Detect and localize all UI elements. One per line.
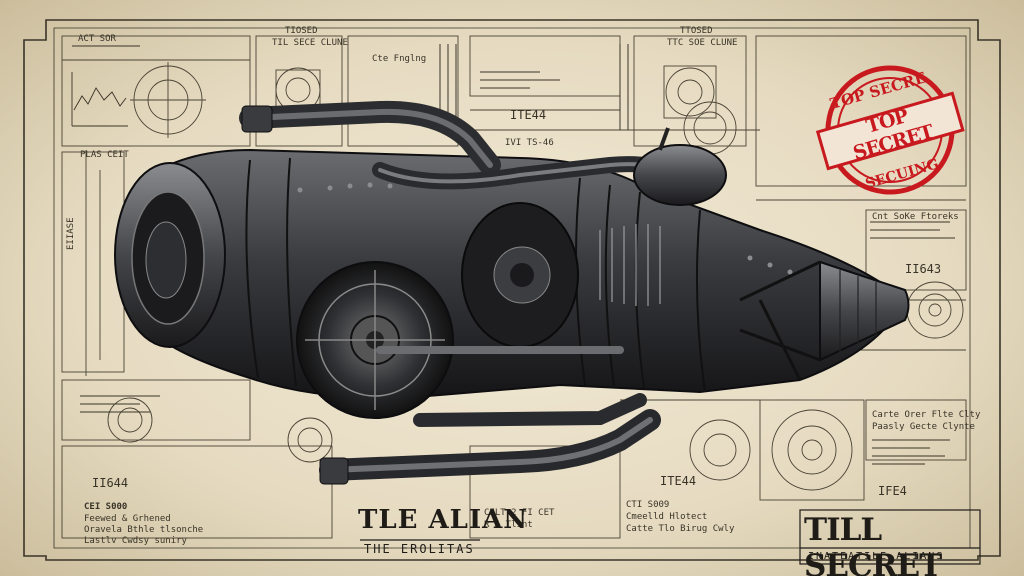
top-secret-stamp	[815, 65, 965, 195]
spec-bottom-left-3: Oravela Bthle tlsonche	[84, 525, 204, 535]
label-panel-a: Cte Fnglng	[372, 54, 427, 64]
spec-bottom-center-1: CTI S009	[626, 500, 670, 510]
label-right-ife: IFE4	[878, 484, 907, 498]
spec-right-small: Cnt SoKe Ftoreks	[872, 212, 959, 222]
label-top-left: ACT SOR	[78, 34, 116, 44]
engine-illustration	[114, 100, 910, 485]
spec-right-2: Paasly Gecte Clynte	[872, 422, 975, 432]
label-top-center-1: TIOSED	[285, 26, 318, 36]
label-left-vertical: EIIASE	[66, 217, 76, 250]
schematic-circles	[85, 62, 964, 491]
secret-title: TILL SECRET	[804, 512, 942, 576]
spec-right-1: Carte Orer Flte Clty	[872, 410, 981, 420]
alien-title: TLE ALIAN	[358, 505, 529, 535]
label-bottom-left-code: II644	[92, 476, 129, 490]
spec-bottom-center-2: Cmeelld Hlotect	[626, 512, 708, 522]
hatch-text	[72, 44, 955, 465]
title-underlines	[360, 509, 981, 565]
label-right-code: II643	[905, 262, 942, 276]
mini-chart	[71, 72, 128, 127]
secret-subtitle: INATEATILE ALIANS	[808, 551, 945, 562]
label-mid-left: PLAS CEIT	[80, 150, 129, 160]
spec-bottom-center-small-1: CELT 2 FI CET	[484, 508, 555, 518]
alien-subtitle: THE EROLITAS	[364, 542, 475, 556]
spec-bottom-left-1: CEI S000	[84, 502, 128, 512]
spec-bottom-center-3: Catte Tlo Birug Cwly	[626, 524, 735, 534]
label-top-right-center-1: TTOSED	[680, 26, 713, 36]
spec-bottom-left-2: Feewed & Grhened	[84, 514, 171, 524]
label-top-center-2: TIL SECE CLUNE	[272, 38, 348, 48]
label-mid-code-1: ITE44	[510, 108, 547, 122]
label-mid-code-2: IVI TS-46	[505, 138, 554, 148]
spec-bottom-left-4: Lastlv Cwdsy suniry	[84, 536, 187, 546]
label-bottom-center-code: ITE44	[660, 474, 697, 488]
spec-bottom-center-small-2: R & Tlint	[484, 520, 533, 530]
label-top-right-center-2: TTC SOE CLUNE	[667, 38, 738, 48]
